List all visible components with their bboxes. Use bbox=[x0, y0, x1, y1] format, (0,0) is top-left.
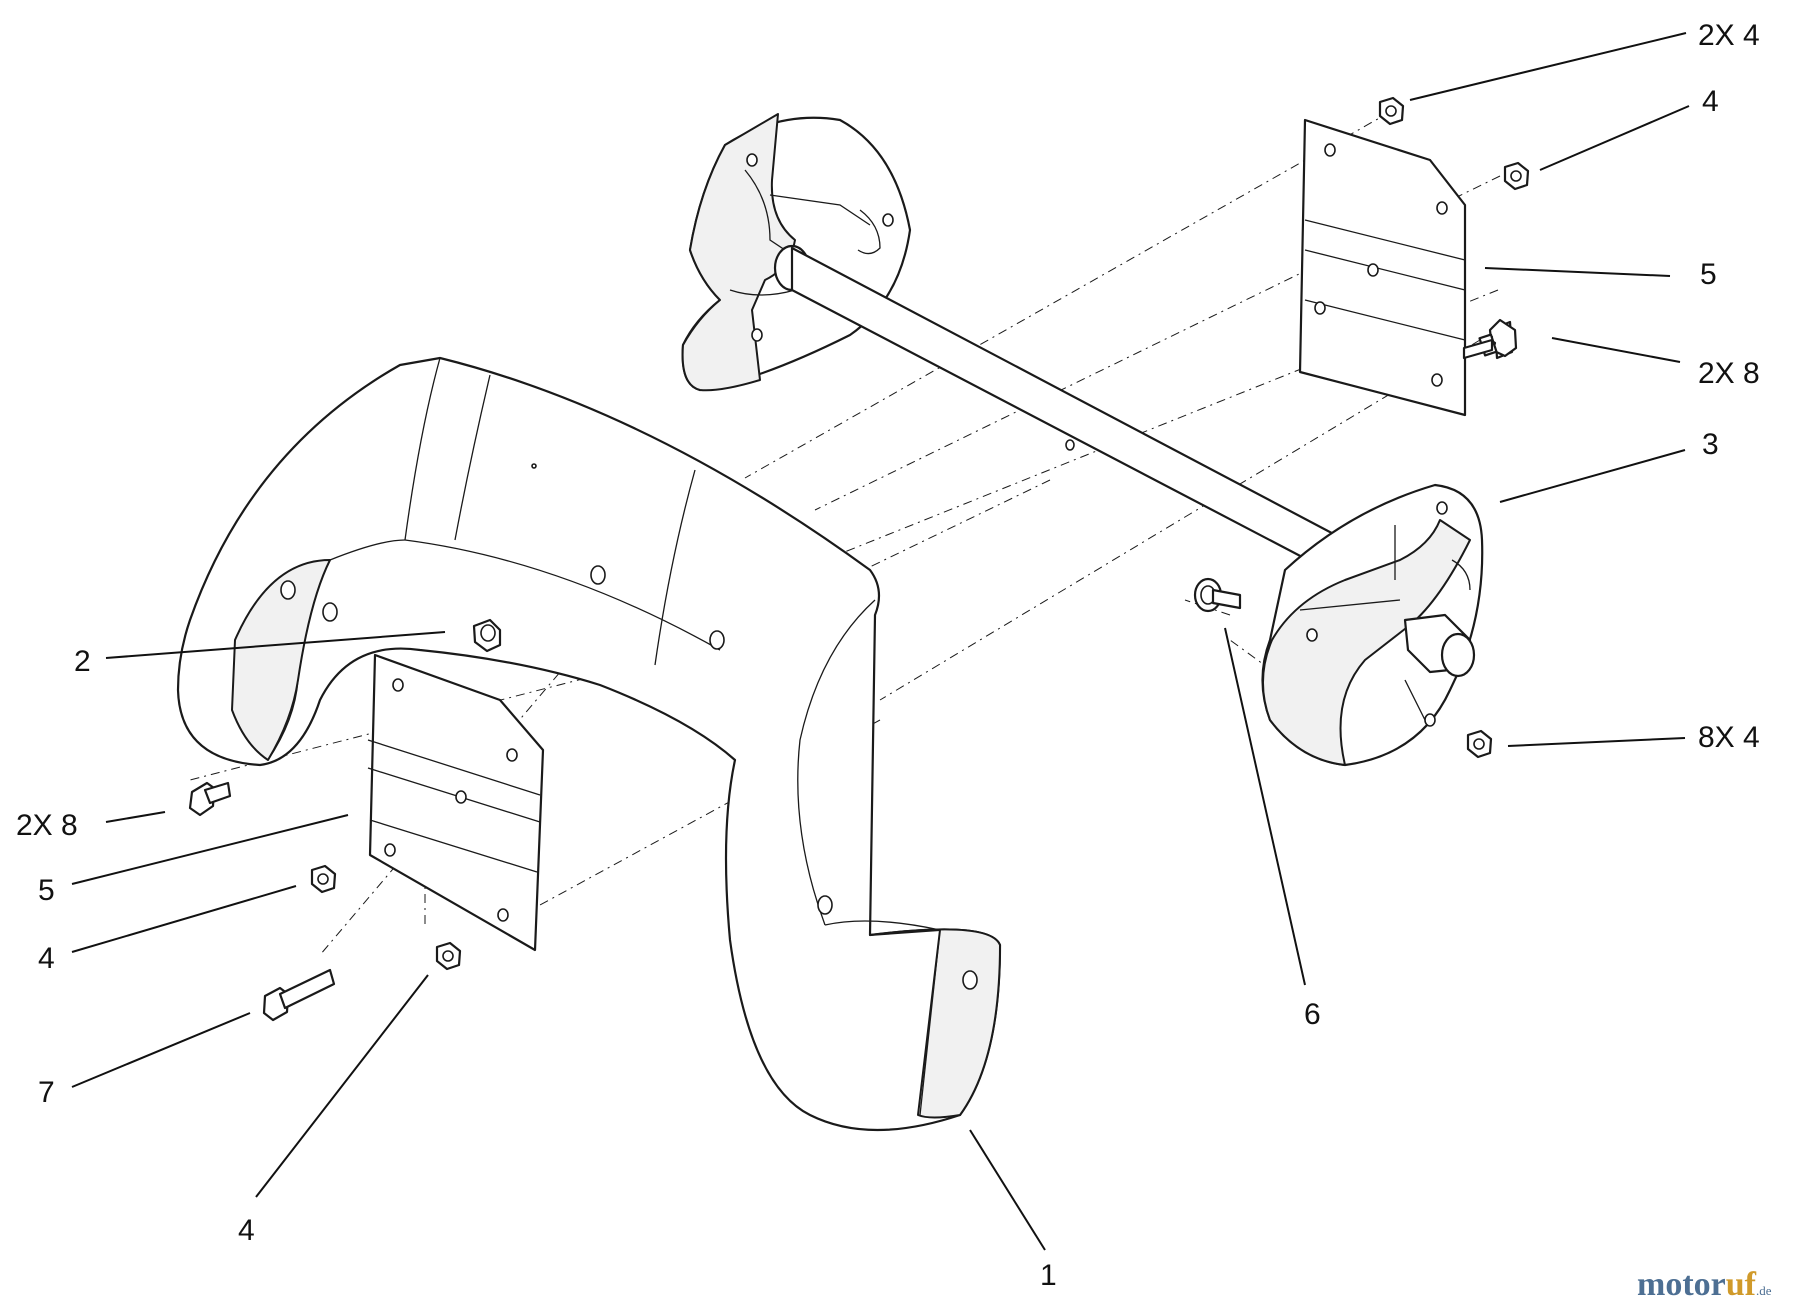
hardware bbox=[188, 96, 1530, 1022]
callout-label: 3 bbox=[1702, 428, 1719, 461]
callout-label: 4 bbox=[1702, 85, 1719, 118]
svg-text:motoruf.de: motoruf.de bbox=[1637, 1266, 1772, 1303]
bushing-icon bbox=[472, 618, 502, 653]
watermark-text-a: motor bbox=[1637, 1266, 1726, 1303]
callout-label: 6 bbox=[1304, 998, 1321, 1031]
spacer-icon bbox=[1193, 577, 1242, 613]
axle-shaft bbox=[790, 246, 1347, 572]
watermark-suffix: .de bbox=[1756, 1283, 1772, 1298]
callout-label: 2X 4 bbox=[1698, 19, 1760, 52]
callout-label: 1 bbox=[1040, 1259, 1057, 1292]
callout-label: 2 bbox=[74, 645, 91, 678]
callouts: 2X 4 4 5 2X 8 3 8X 4 6 1 2 2X 8 5 4 7 4 bbox=[16, 19, 1760, 1292]
spiral-scoop bbox=[176, 356, 1002, 1132]
bolt-icon bbox=[188, 781, 232, 817]
callout-label: 7 bbox=[38, 1076, 55, 1109]
callout-label: 4 bbox=[238, 1214, 255, 1247]
callout-label: 4 bbox=[38, 942, 55, 975]
callout-label: 2X 8 bbox=[1698, 357, 1760, 390]
watermark-text-b: uf bbox=[1726, 1266, 1757, 1303]
impeller-disc-front bbox=[1261, 483, 1484, 767]
callout-label: 8X 4 bbox=[1698, 721, 1760, 754]
paddle-right bbox=[1298, 118, 1467, 417]
watermark-logo: motoruf.de bbox=[1637, 1266, 1772, 1303]
leader-lines bbox=[71, 32, 1690, 1251]
bolt-icon bbox=[262, 968, 336, 1022]
bolt-icon bbox=[1462, 318, 1518, 360]
callout-label: 2X 8 bbox=[16, 809, 78, 842]
callout-label: 5 bbox=[38, 874, 55, 907]
callout-label: 5 bbox=[1700, 258, 1717, 291]
paddle-left bbox=[367, 653, 545, 952]
